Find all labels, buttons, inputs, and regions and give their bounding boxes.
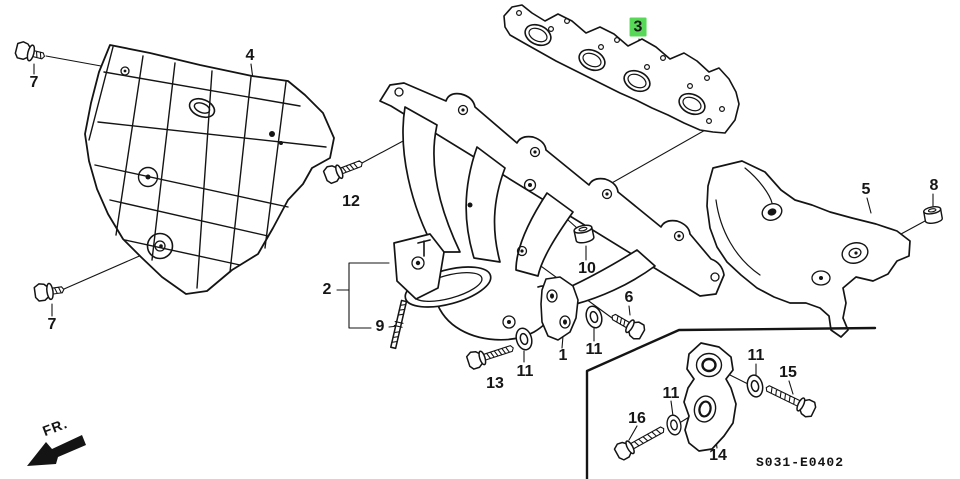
bolt-15-icon xyxy=(765,385,817,418)
bolt-12-icon xyxy=(322,160,363,185)
part-label-6[interactable]: 6 xyxy=(624,289,634,306)
fasteners xyxy=(14,41,943,461)
bolt-6-icon xyxy=(611,313,646,340)
part-label-16[interactable]: 16 xyxy=(628,410,646,427)
bolt-7-lower-icon xyxy=(33,282,65,302)
part-label-7-lower[interactable]: 7 xyxy=(47,316,57,333)
washer-11-d-icon xyxy=(666,414,682,436)
part-label-7-upper[interactable]: 7 xyxy=(29,74,39,91)
part-label-14[interactable]: 14 xyxy=(709,447,727,464)
part-label-1[interactable]: 1 xyxy=(558,347,568,364)
manifold-cover-drawing xyxy=(84,44,335,295)
heat-shield-drawing xyxy=(706,160,911,338)
washer-11-a-icon xyxy=(515,327,533,351)
part-label-11-c[interactable]: 11 xyxy=(747,347,765,364)
part-label-2[interactable]: 2 xyxy=(322,281,332,298)
part-label-15[interactable]: 15 xyxy=(779,364,797,381)
part-label-11-a[interactable]: 11 xyxy=(516,363,534,380)
stay-plate-drawing xyxy=(540,276,579,341)
stud-9-icon xyxy=(390,299,408,350)
exhaust-manifold-drawing xyxy=(379,82,725,341)
part-label-12[interactable]: 12 xyxy=(342,193,360,210)
bolt-7-upper-icon xyxy=(14,41,46,62)
part-label-10[interactable]: 10 xyxy=(578,260,596,277)
fr-arrow-icon xyxy=(27,435,86,466)
part-label-13[interactable]: 13 xyxy=(486,375,504,392)
washer-11-c-icon xyxy=(746,374,764,398)
mount-bracket-drawing xyxy=(683,342,737,452)
part-label-11-d[interactable]: 11 xyxy=(662,385,680,402)
nut-8-icon xyxy=(923,206,943,224)
part-label-8[interactable]: 8 xyxy=(929,177,939,194)
part-label-4[interactable]: 4 xyxy=(245,47,255,64)
nut-10-icon xyxy=(573,224,595,244)
part-label-5[interactable]: 5 xyxy=(861,181,871,198)
part-label-11-b[interactable]: 11 xyxy=(585,341,603,358)
part-label-9[interactable]: 9 xyxy=(375,318,385,335)
bolt-16-icon xyxy=(613,426,665,461)
washer-11-b-icon xyxy=(585,305,603,329)
diagram-code: S031-E0402 xyxy=(756,455,845,470)
gasket-drawing xyxy=(503,4,740,134)
bolt-13-icon xyxy=(465,345,514,370)
part-label-3-highlighted[interactable]: 3 xyxy=(629,17,647,37)
inset-border xyxy=(585,326,877,479)
